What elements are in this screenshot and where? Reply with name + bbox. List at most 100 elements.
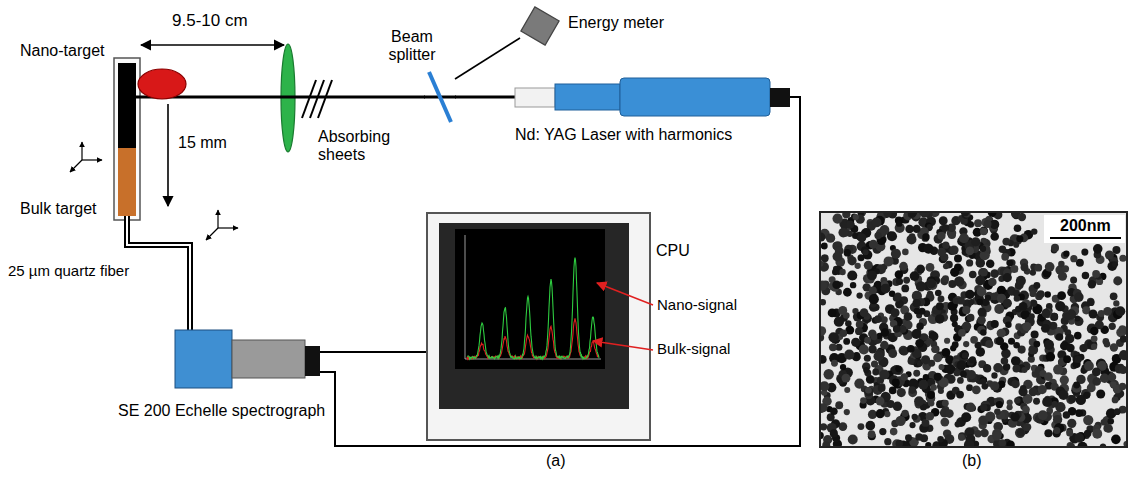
nanoparticle xyxy=(880,341,889,350)
nanoparticle xyxy=(926,338,932,344)
nanoparticle xyxy=(893,325,900,332)
nanoparticle xyxy=(868,410,877,419)
signal-label: Bulk-signal xyxy=(657,340,730,358)
nanoparticle xyxy=(867,270,877,280)
nanoparticle xyxy=(1105,251,1114,260)
nanoparticle xyxy=(949,246,958,255)
nanoparticle xyxy=(957,297,965,305)
nanoparticle xyxy=(909,386,917,394)
nanoparticle xyxy=(1063,355,1071,363)
nanoparticle xyxy=(938,388,944,394)
nanoparticle xyxy=(907,345,915,353)
nanoparticle xyxy=(869,240,878,249)
nanoparticle xyxy=(1123,441,1126,446)
nanoparticle xyxy=(988,213,997,217)
laser-head: Nd: YAG Laser with harmonics xyxy=(515,78,790,116)
nanoparticle xyxy=(857,233,866,242)
nanoparticle xyxy=(1100,443,1106,446)
nanoparticle xyxy=(1010,265,1018,273)
nanoparticle xyxy=(911,329,921,339)
nanoparticle xyxy=(844,249,851,256)
nanoparticle xyxy=(915,433,923,441)
nanoparticle xyxy=(931,384,937,390)
nanoparticle xyxy=(962,306,970,314)
nanoparticle xyxy=(954,370,960,376)
nanoparticle xyxy=(1120,335,1126,342)
nanoparticle xyxy=(888,349,897,358)
nanoparticle xyxy=(914,308,921,315)
nanoparticle xyxy=(985,340,993,348)
nanoparticle xyxy=(1033,398,1040,405)
nanoparticle xyxy=(832,213,842,223)
nanoparticle xyxy=(842,213,850,218)
nanoparticle xyxy=(901,285,909,293)
cpu-monitor: CPU xyxy=(427,213,650,440)
nanoparticle xyxy=(861,246,869,254)
nanoparticle xyxy=(942,275,949,282)
nanoparticle xyxy=(1073,382,1080,389)
signal-label: Nano-signal xyxy=(657,296,737,314)
nanoparticle xyxy=(900,348,908,356)
nanoparticle xyxy=(1044,429,1052,437)
nanoparticle xyxy=(1082,272,1089,279)
nanoparticle xyxy=(1115,306,1125,316)
nanoparticle xyxy=(833,252,843,262)
nanoparticle xyxy=(1066,344,1074,352)
axis xyxy=(217,210,218,228)
component-label: Nd: YAG Laser with harmonics xyxy=(515,126,732,144)
nanoparticle xyxy=(939,216,948,225)
meter-body xyxy=(521,7,559,45)
nanoparticle xyxy=(1084,361,1094,371)
scale-bar-ground xyxy=(1044,215,1125,243)
trigger-cable xyxy=(320,97,800,446)
nanoparticle xyxy=(945,409,954,418)
nanoparticle xyxy=(1001,357,1009,365)
nanoparticle xyxy=(859,345,869,355)
nanoparticle xyxy=(1033,341,1040,348)
nanoparticle xyxy=(871,360,878,367)
nanoparticle xyxy=(937,232,945,240)
nanoparticle xyxy=(968,221,974,227)
nanoparticle xyxy=(1074,315,1080,321)
nanoparticle xyxy=(959,233,969,243)
nanoparticle xyxy=(1087,299,1094,306)
nanoparticle xyxy=(948,224,955,231)
bulk-target: Bulk target xyxy=(118,148,136,216)
nanoparticle xyxy=(915,339,924,348)
nanoparticle xyxy=(1063,313,1070,320)
nanoparticle xyxy=(1051,401,1058,408)
nanoparticle xyxy=(966,384,973,391)
nanoparticle xyxy=(966,259,973,266)
nanoparticle xyxy=(853,214,859,220)
part-label: Absorbing sheets xyxy=(318,128,408,164)
nanoparticle xyxy=(905,434,912,441)
nanoparticle xyxy=(991,372,997,378)
nanoparticle xyxy=(1006,259,1013,266)
nanoparticle xyxy=(942,242,949,249)
nanoparticle xyxy=(968,299,974,305)
nanoparticle xyxy=(1033,282,1040,289)
nanoparticle xyxy=(980,228,988,236)
nanoparticle xyxy=(878,384,886,392)
nanoparticle xyxy=(1037,290,1045,298)
fiber-core xyxy=(127,216,190,330)
nanoparticle xyxy=(909,422,915,428)
nanoparticle xyxy=(1046,352,1055,361)
nanoparticle xyxy=(970,336,978,344)
sheet xyxy=(302,80,316,118)
nanoparticle xyxy=(821,381,829,391)
nanoparticle xyxy=(1018,213,1026,221)
nanoparticle xyxy=(1110,343,1118,351)
nanoparticle xyxy=(1051,244,1059,252)
nanoparticle xyxy=(990,269,999,278)
nanoparticle xyxy=(980,404,987,411)
nanoparticle xyxy=(853,352,859,358)
nanoparticle xyxy=(937,436,944,443)
nanoparticle xyxy=(1067,419,1076,428)
nanoparticle xyxy=(971,237,980,246)
nanoparticle xyxy=(956,391,964,399)
nano-spectrum xyxy=(467,258,599,359)
nanoparticle xyxy=(935,314,945,324)
nanoparticle xyxy=(1012,365,1020,373)
